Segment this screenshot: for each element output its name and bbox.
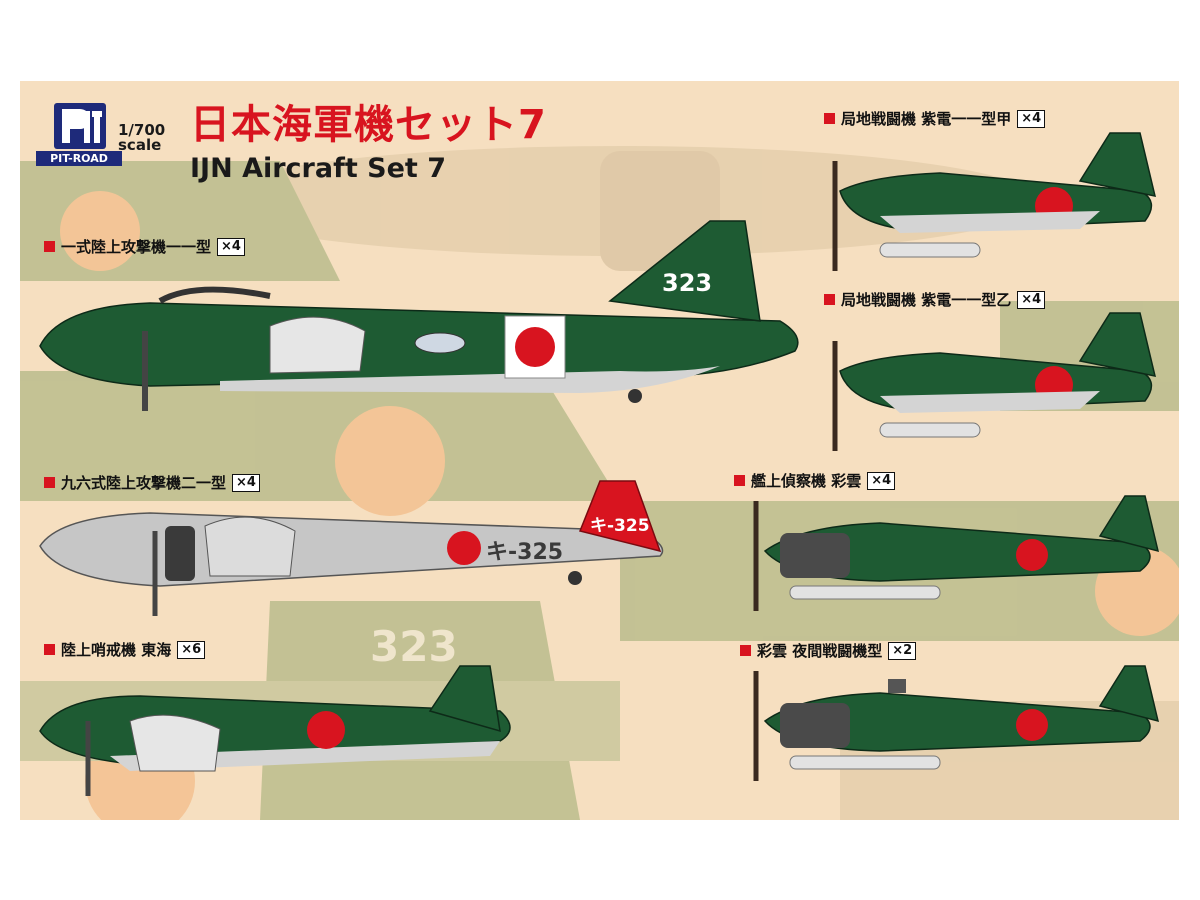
label-g4m1: 一式陸上攻撃機一一型 ×4: [44, 236, 245, 257]
aircraft-g3m2-illustration: キ-325 キ-325: [39, 480, 664, 616]
g4m1-tail-number: 323: [662, 269, 712, 297]
label-saiun-night-fighter: 彩雲 夜間戦闘機型 ×2: [740, 640, 917, 661]
bullet-square-icon: [740, 645, 751, 656]
g3m2-tail-number: キ-325: [590, 516, 650, 536]
quantity-badge: ×4: [1017, 109, 1046, 128]
box-art: 323 PIT-ROAD 1/700 scale 日本海軍機セット7 IJN A…: [20, 81, 1179, 820]
aircraft-name: 局地戦闘機 紫電一一型乙: [841, 291, 1012, 309]
g3m2-fuselage-number: キ-325: [486, 540, 563, 565]
label-saiun: 艦上偵察機 彩雲 ×4: [734, 470, 896, 491]
aircraft-tokai-illustration: [39, 665, 511, 796]
bullet-square-icon: [44, 241, 55, 252]
label-shiden-11-otsu: 局地戦闘機 紫電一一型乙 ×4: [824, 289, 1046, 310]
aircraft-shiden-11-otsu-illustration: [832, 312, 1157, 451]
aircraft-name: 局地戦闘機 紫電一一型甲: [841, 110, 1012, 128]
scale-ratio: 1/700: [118, 121, 166, 139]
bullet-square-icon: [44, 644, 55, 655]
scale-word: scale: [118, 136, 162, 154]
aircraft-shiden-11-ko-illustration: [832, 132, 1157, 271]
aircraft-name: 艦上偵察機 彩雲: [751, 472, 862, 490]
quantity-badge: ×4: [217, 237, 245, 256]
aircraft-name: 九六式陸上攻撃機二一型: [61, 474, 227, 492]
bullet-square-icon: [44, 477, 55, 488]
aircraft-illustrations: 323 キ-325 キ-325: [39, 132, 1160, 796]
quantity-badge: ×4: [232, 473, 260, 492]
quantity-badge: ×4: [867, 471, 896, 490]
bullet-square-icon: [824, 113, 835, 124]
aircraft-name: 陸上哨戒機 東海: [61, 641, 172, 659]
quantity-badge: ×4: [1017, 290, 1046, 309]
aircraft-g4m1-illustration: 323: [39, 220, 799, 411]
pit-road-logo: PIT-ROAD: [36, 103, 122, 167]
logo-mark: [54, 103, 106, 149]
aircraft-saiun-night-fighter-illustration: [753, 665, 1160, 781]
label-g3m2: 九六式陸上攻撃機二一型 ×4: [44, 472, 260, 493]
scale-label: 1/700 scale: [118, 123, 165, 153]
logo-text: PIT-ROAD: [36, 151, 122, 166]
quantity-badge: ×2: [888, 641, 917, 660]
aircraft-saiun-illustration: [753, 495, 1160, 611]
title-japanese: 日本海軍機セット7: [190, 102, 547, 148]
background-number-marking: 323: [370, 622, 458, 671]
bullet-square-icon: [824, 294, 835, 305]
quantity-badge: ×6: [177, 640, 206, 659]
label-shiden-11-ko: 局地戦闘機 紫電一一型甲 ×4: [824, 108, 1046, 129]
title-english: IJN Aircraft Set 7: [190, 153, 446, 184]
bullet-square-icon: [734, 475, 745, 486]
aircraft-name: 彩雲 夜間戦闘機型: [757, 642, 883, 660]
aircraft-name: 一式陸上攻撃機一一型: [61, 238, 212, 256]
label-tokai: 陸上哨戒機 東海 ×6: [44, 639, 206, 660]
